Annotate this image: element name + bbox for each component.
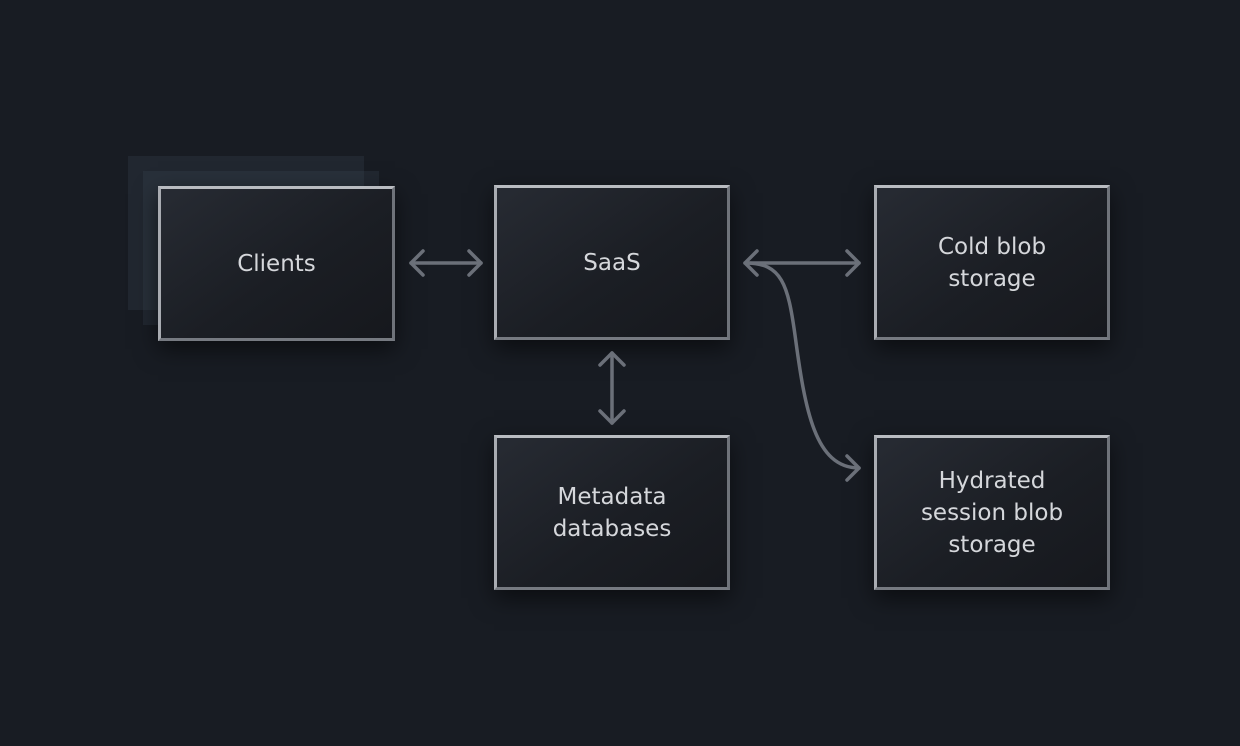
- saas-node: SaaS: [494, 185, 730, 340]
- saas-label: SaaS: [583, 249, 641, 276]
- saas-cold-storage-arrow: [743, 249, 861, 277]
- clients-label: Clients: [237, 250, 316, 277]
- clients-saas-arrow: [409, 249, 483, 277]
- metadata-databases-label: Metadata databases: [552, 483, 672, 542]
- saas-hydrated-storage-arrow: [744, 261, 861, 482]
- clients-node: Clients: [158, 186, 395, 341]
- cold-blob-storage-label: Cold blob storage: [937, 233, 1047, 292]
- cold-blob-storage-node: Cold blob storage: [874, 185, 1110, 340]
- saas-metadata-arrow: [598, 351, 626, 425]
- metadata-databases-node: Metadata databases: [494, 435, 730, 590]
- hydrated-session-blob-storage-node: Hydrated session blob storage: [874, 435, 1110, 590]
- hydrated-session-blob-storage-label: Hydrated session blob storage: [920, 467, 1064, 558]
